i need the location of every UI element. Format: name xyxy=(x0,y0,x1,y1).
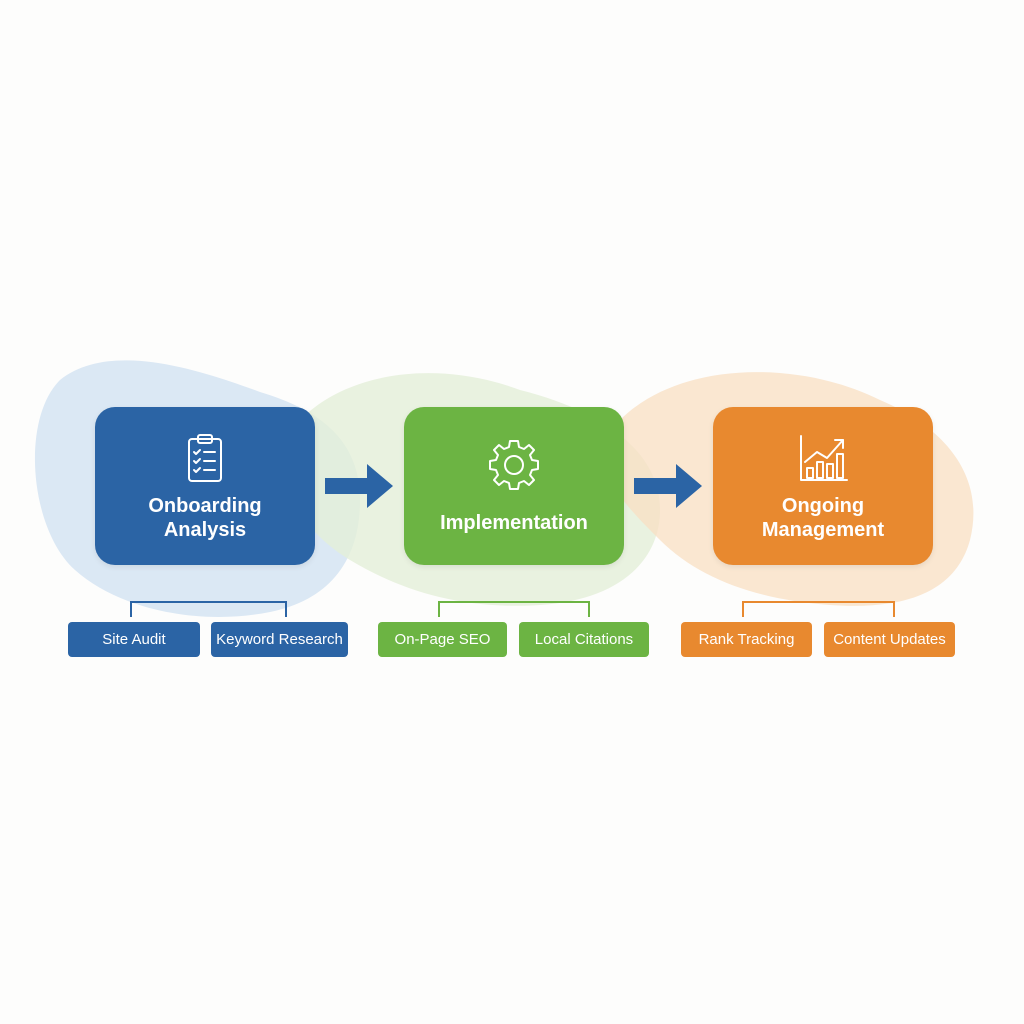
stage-title: Onboarding Analysis xyxy=(148,495,262,541)
growth-chart-icon xyxy=(795,430,851,486)
task-bracket xyxy=(130,601,287,617)
stage-ongoing-management: Ongoing Management xyxy=(713,407,933,565)
task-bracket xyxy=(742,601,895,617)
stage-title: Implementation xyxy=(440,512,588,534)
task-local-citations: Local Citations xyxy=(519,622,649,657)
arrow-right-icon xyxy=(634,464,702,508)
clipboard-checklist-icon xyxy=(177,430,233,486)
stage-implementation: Implementation xyxy=(404,407,624,565)
task-on-page-seo: On-Page SEO xyxy=(378,622,507,657)
task-keyword-research: Keyword Research xyxy=(211,622,348,657)
task-rank-tracking: Rank Tracking xyxy=(681,622,812,657)
task-site-audit: Site Audit xyxy=(68,622,200,657)
task-content-updates: Content Updates xyxy=(824,622,955,657)
task-bracket xyxy=(438,601,590,617)
stage-onboarding-analysis: Onboarding Analysis xyxy=(95,407,315,565)
gear-icon xyxy=(486,437,542,493)
stage-title: Ongoing Management xyxy=(761,495,885,541)
arrow-right-icon xyxy=(325,464,393,508)
